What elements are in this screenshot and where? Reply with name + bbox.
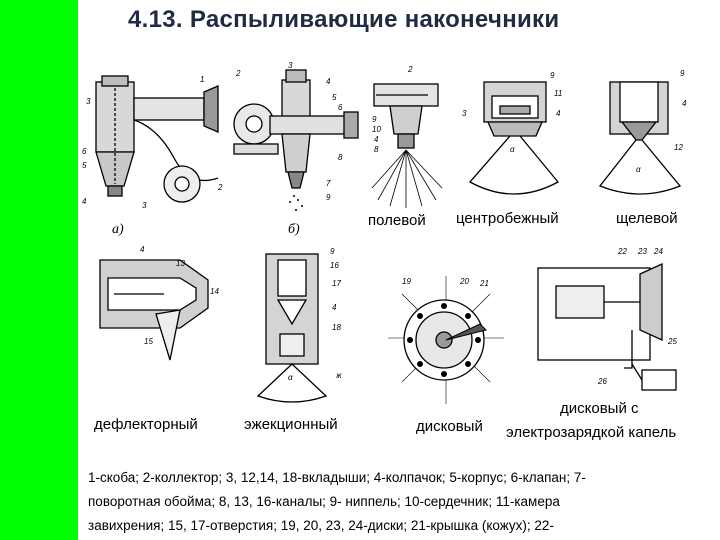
disk-charge-label-line2: электрозарядкой капель xyxy=(506,424,677,441)
legend: 1-скоба; 2-коллектор; 3, 12,14, 18-вклад… xyxy=(88,466,708,538)
centrifugal-nozzle-label: центробежный xyxy=(456,210,559,227)
centrifugal-num-4: 4 xyxy=(556,109,561,118)
deflector-nozzle-drawing: 4 13 14 15 xyxy=(99,245,219,361)
figure-a-label: а) xyxy=(112,222,124,237)
deflector-num-13: 13 xyxy=(176,259,185,268)
ejection-nozzle-drawing: α 9 16 17 4 18 ж xyxy=(256,247,342,403)
field-nozzle-label: полевой xyxy=(368,212,426,229)
ejection-num-18: 18 xyxy=(332,323,341,332)
disk-charge-num-23: 23 xyxy=(637,247,647,256)
disk-sprayer-label: дисковый xyxy=(416,418,483,435)
green-side-bar xyxy=(0,0,78,540)
svg-text:α: α xyxy=(636,165,641,174)
slot-num-9: 9 xyxy=(680,69,685,78)
fig-b-num-4: 4 xyxy=(326,77,331,86)
slot-nozzle-label: щелевой xyxy=(616,210,678,227)
field-nozzle-drawing: 2 9 10 4 8 xyxy=(371,65,443,208)
fig-b-num-9: 9 xyxy=(326,193,331,202)
svg-text:α: α xyxy=(288,373,293,382)
slot-num-12: 12 xyxy=(674,143,683,152)
disk-charge-num-26: 26 xyxy=(597,377,607,386)
slot-nozzle-drawing: α 9 4 12 xyxy=(598,69,687,195)
slide-title: 4.13. Распыливающие наконечники xyxy=(128,6,560,33)
field-num-8: 8 xyxy=(374,145,379,154)
disk-num-20: 20 xyxy=(459,277,469,286)
disk-charge-num-22: 22 xyxy=(617,247,627,256)
deflector-num-4: 4 xyxy=(140,245,145,254)
fig-b-num-2: 2 xyxy=(235,69,241,78)
fig-b-num-7: 7 xyxy=(326,179,331,188)
field-num-2: 2 xyxy=(407,65,413,74)
ejection-num-zh: ж xyxy=(335,371,342,380)
fig-a-num-5: 5 xyxy=(82,161,87,170)
disk-charge-label-line1: дисковый с xyxy=(560,400,639,417)
field-num-4: 4 xyxy=(374,135,379,144)
disk-charge-drawing: 22 23 24 25 26 xyxy=(537,247,677,391)
fig-a-num-4: 4 xyxy=(82,197,87,206)
deflector-num-15: 15 xyxy=(144,337,153,346)
field-num-10: 10 xyxy=(372,125,381,134)
centrifugal-num-11: 11 xyxy=(554,89,562,98)
fig-a-num-1: 1 xyxy=(200,75,204,84)
centrifugal-num-9: 9 xyxy=(550,71,555,80)
disk-charge-num-25: 25 xyxy=(667,337,677,346)
fig-b-num-8: 8 xyxy=(338,153,343,162)
legend-line-2: поворотная обойма; 8, 13, 16-каналы; 9- … xyxy=(88,494,560,509)
ejection-num-9: 9 xyxy=(330,247,335,256)
fig-b-num-3: 3 xyxy=(288,61,293,70)
disk-num-19: 19 xyxy=(402,277,411,286)
centrifugal-nozzle-drawing: α 9 11 3 4 xyxy=(462,71,562,195)
ejection-num-16: 16 xyxy=(330,261,339,270)
figure-a-drawing: 1 2 3 4 5 6 3 xyxy=(82,75,223,210)
ejection-num-17: 17 xyxy=(332,279,341,288)
figure-b-drawing: 3 4 5 6 2 8 7 9 xyxy=(233,61,359,211)
fig-a-num-6: 6 xyxy=(82,147,87,156)
fig-b-num-6: 6 xyxy=(338,103,343,112)
figure-b-label: б) xyxy=(288,222,300,237)
ejection-nozzle-label: эжекционный xyxy=(244,416,338,433)
field-num-9: 9 xyxy=(372,115,377,124)
fig-a-num-2: 2 xyxy=(217,183,223,192)
disk-num-21: 21 xyxy=(479,279,489,288)
legend-line-1: 1-скоба; 2-коллектор; 3, 12,14, 18-вклад… xyxy=(88,470,586,485)
svg-text:α: α xyxy=(510,145,515,154)
fig-b-num-5: 5 xyxy=(332,93,337,102)
legend-line-3: завихрения; 15, 17-отверстия; 19, 20, 23… xyxy=(88,518,554,533)
ejection-num-4: 4 xyxy=(332,303,337,312)
slot-num-4: 4 xyxy=(682,99,687,108)
deflector-nozzle-label: дефлекторный xyxy=(94,416,198,433)
deflector-num-14: 14 xyxy=(210,287,219,296)
disk-charge-num-24: 24 xyxy=(653,247,663,256)
fig-a-num-3: 3 xyxy=(142,201,147,210)
fig-a-num-3b: 3 xyxy=(86,97,91,106)
centrifugal-num-3: 3 xyxy=(462,109,467,118)
disk-sprayer-drawing: 19 20 21 xyxy=(388,276,504,404)
